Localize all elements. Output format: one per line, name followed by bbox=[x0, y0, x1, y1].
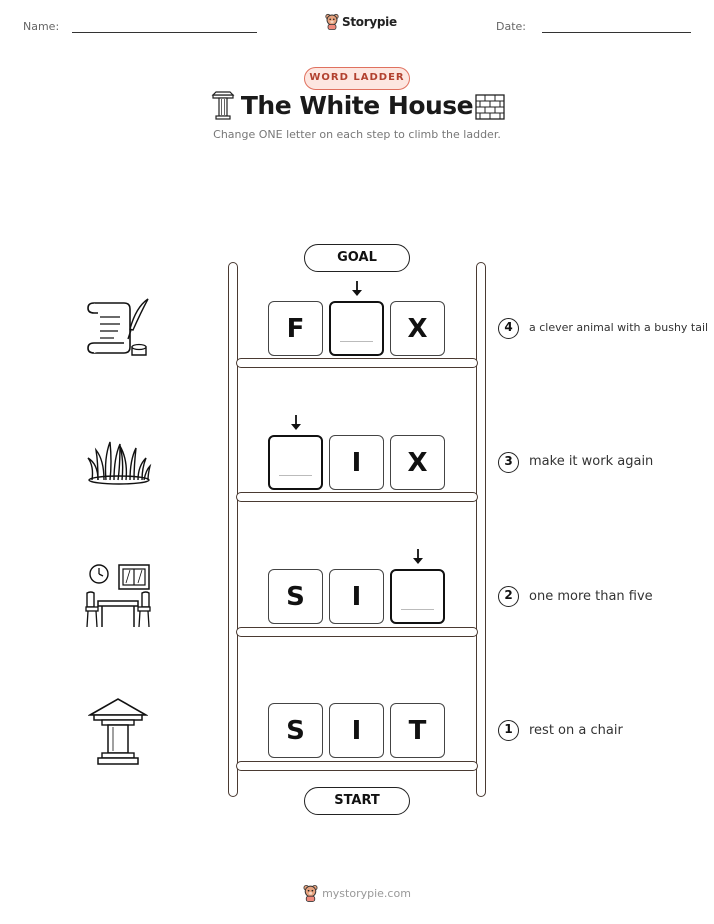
name-label: Name: bbox=[23, 20, 60, 33]
arrow-down-icon bbox=[413, 549, 423, 564]
letter-input-blank[interactable] bbox=[390, 569, 445, 624]
start-label: START bbox=[304, 787, 410, 815]
ladder-rail-right bbox=[476, 262, 486, 797]
letter-tile: F bbox=[268, 301, 323, 356]
instructions: Change ONE letter on each step to climb … bbox=[213, 128, 501, 141]
letter-tile: S bbox=[268, 703, 323, 758]
grass-icon bbox=[87, 441, 152, 485]
date-line[interactable] bbox=[542, 32, 691, 33]
word-ladder-badge: WORD LADDER bbox=[304, 67, 410, 90]
step-number: 2 bbox=[498, 586, 519, 607]
letter-tile: T bbox=[390, 703, 445, 758]
clue-text: one more than five bbox=[529, 589, 653, 604]
name-line[interactable] bbox=[72, 32, 257, 33]
table-chairs-icon bbox=[85, 564, 151, 628]
letter-tile: X bbox=[390, 301, 445, 356]
footer-url[interactable]: mystorypie.com bbox=[322, 886, 411, 900]
step-number: 1 bbox=[498, 720, 519, 741]
clue-text: make it work again bbox=[529, 454, 654, 469]
arrow-down-icon bbox=[291, 415, 301, 430]
ladder-rail-left bbox=[228, 262, 238, 797]
logo-text: Storypie bbox=[342, 14, 397, 29]
step-number: 4 bbox=[498, 318, 519, 339]
ladder-rung bbox=[236, 627, 478, 637]
letter-tile: X bbox=[390, 435, 445, 490]
clue-text: a clever animal with a bushy tail bbox=[529, 321, 709, 334]
letter-tile: I bbox=[329, 435, 384, 490]
letter-tile: I bbox=[329, 569, 384, 624]
storypie-logo: Storypie bbox=[325, 13, 397, 30]
step-number: 3 bbox=[498, 452, 519, 473]
clue-text: rest on a chair bbox=[529, 723, 623, 738]
goal-label: GOAL bbox=[304, 244, 410, 272]
ladder-rung bbox=[236, 761, 478, 771]
letter-tile: I bbox=[329, 703, 384, 758]
bear-mascot-icon bbox=[325, 13, 339, 30]
arrow-down-icon bbox=[352, 281, 362, 296]
ladder-rung bbox=[236, 492, 478, 502]
letter-input-blank[interactable] bbox=[268, 435, 323, 490]
date-label: Date: bbox=[496, 20, 526, 33]
letter-tile: S bbox=[268, 569, 323, 624]
page-title: The White House bbox=[240, 91, 474, 120]
letter-input-blank[interactable] bbox=[329, 301, 384, 356]
bear-mascot-icon bbox=[303, 884, 318, 902]
column-pedestal-icon bbox=[88, 698, 148, 765]
scroll-quill-icon bbox=[87, 298, 149, 356]
footer: mystorypie.com bbox=[0, 884, 714, 902]
brick-wall-icon bbox=[475, 94, 505, 120]
column-icon bbox=[211, 91, 235, 120]
ladder-rung bbox=[236, 358, 478, 368]
